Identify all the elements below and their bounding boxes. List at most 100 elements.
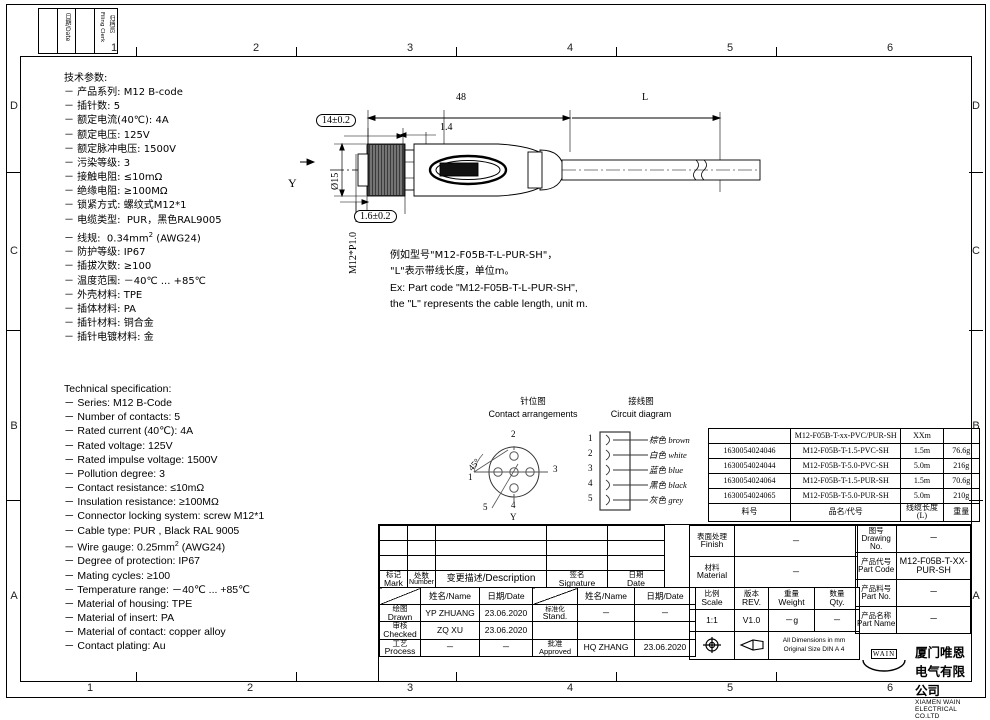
spec-cn-line: － 插体材料: PA xyxy=(64,303,136,315)
role-name-stand: － xyxy=(577,603,635,623)
revision-row xyxy=(379,555,665,571)
revision-table: 标记 Mark 处数 Number 变更描述/Description 签名 Si… xyxy=(379,525,665,589)
projection-cone-icon xyxy=(739,639,764,651)
parts-table-top-row-cell: M12-F05B-T-xx-PVC/PUR-SH xyxy=(789,428,902,444)
signature-diagonal-cell-left xyxy=(379,587,421,605)
spec-cn-line: － 污染等级: 3 xyxy=(64,157,131,169)
rev-date-cell xyxy=(607,525,665,541)
signature-header-row: 姓名/Name 日期/Date 姓名/Name 日期/Date xyxy=(379,587,696,605)
part-info-table: 图号 Drawing No. － 产品代号 Part Code M12-F05B… xyxy=(854,525,971,634)
weight-label: 重量 Weight xyxy=(768,587,815,610)
zone-number-bottom-5: 5 xyxy=(726,682,734,694)
part-name-label: 产品名称 Part Name xyxy=(854,606,898,634)
role-date-blank xyxy=(634,621,696,640)
name-header-right: 姓名/Name xyxy=(577,587,635,605)
spec-cn-line: － 线规: 0.34mm2 (AWG24) xyxy=(64,230,201,245)
zone-letter-right-C: C xyxy=(972,245,980,257)
dim-L-label: L xyxy=(642,92,649,103)
circuit-wire-color: 灰色 grey xyxy=(649,495,684,506)
role-date-approved: 23.06.2020 xyxy=(634,638,696,657)
zone-letter-right-A: A xyxy=(972,590,980,602)
company-logo: WAIN xyxy=(861,643,907,672)
part-no-value: － xyxy=(896,579,971,607)
revision-row xyxy=(379,540,665,556)
parts-table-footer-row-cell: 品名/代号 xyxy=(789,503,902,522)
wain-arc-icon xyxy=(862,660,906,672)
parts-table-row-cell: M12-F05B-T-5.0-PUR-SH xyxy=(789,488,902,504)
parts-table-footer-row-cell: 重量 xyxy=(942,503,981,522)
cone-symbol-cell xyxy=(734,631,769,660)
spec-cn-line: － 防护等级: IP67 xyxy=(64,247,146,259)
signature-table: 姓名/Name 日期/Date 姓名/Name 日期/Date 绘图 Drawn… xyxy=(379,587,696,657)
spec-cn-line: － 额定电压: 125V xyxy=(64,129,150,141)
rev-number-header: 处数 Number xyxy=(407,569,436,589)
zone-number-3: 3 xyxy=(406,42,414,54)
spec-cn-line: － 额定脉冲电压: 1500V xyxy=(64,143,177,155)
dim-thread-label: M12*P1.0 xyxy=(348,232,359,274)
spec-en-line: － Mating cycles: ≥100 xyxy=(64,569,171,582)
rev-desc-cell xyxy=(435,525,547,541)
spec-cn-line: － 插针数: 5 xyxy=(64,101,121,113)
spec-en-title: Technical specification: xyxy=(64,383,172,395)
role-date-drawn: 23.06.2020 xyxy=(479,603,533,623)
zone-number-1: 1 xyxy=(110,42,118,54)
dim-diameter-15-label: Ø15 xyxy=(330,172,341,190)
spec-en-line: － Temperature range: －40℃ ... +85℃ xyxy=(64,583,250,596)
qty-value: － xyxy=(814,609,860,632)
zone-number-6: 6 xyxy=(886,42,894,54)
rev-desc-cell xyxy=(435,540,547,556)
rev-number-cell xyxy=(407,525,436,541)
rev-mark-cell xyxy=(379,525,408,541)
company-block: WAIN 厦门唯恩电气有限公司 XIAMEN WAIN ELECTRICAL C… xyxy=(855,633,971,720)
zone-letter-right-B: B xyxy=(972,420,980,432)
material-value: － xyxy=(734,556,858,588)
pin-label-1: 1 xyxy=(468,472,473,482)
part-code-value: M12-F05B-T-XX-PUR-SH xyxy=(896,552,971,580)
parts-table-row-cell: 76.6g xyxy=(942,443,981,459)
spec-en-line: － Rated voltage: 125V xyxy=(64,439,173,452)
role-label-stand: 标准化 Stand. xyxy=(532,603,578,623)
sheet-outer-border xyxy=(6,4,986,698)
scale-header-row: 比例 Scale 版本 REV. 重量 Weight 数量 Qty. xyxy=(689,587,860,610)
spec-en-line: － Material of insert: PA xyxy=(64,612,175,624)
role-name-blank xyxy=(577,621,635,640)
zone-letter-right-D: D xyxy=(972,100,980,112)
parts-table-row-cell: 1630054024064 xyxy=(708,473,791,489)
rev-value: V1.0 xyxy=(734,609,769,632)
rev-signature-header: 签名 Signature xyxy=(546,569,608,589)
rev-mark-cell xyxy=(379,540,408,556)
parts-table-footer-row-cell: 料号 xyxy=(708,503,791,522)
circuit-pin-number: 4 xyxy=(588,478,593,488)
circuit-diagram-title-en: Circuit diagram xyxy=(610,409,672,419)
pin-label-4: 4 xyxy=(511,500,516,510)
circuit-pin-number: 3 xyxy=(588,463,593,473)
spec-en-line: － Contact resistance: ≤10mΩ xyxy=(64,482,205,495)
spec-cn-line: － 插拔次数: ≥100 xyxy=(64,261,152,273)
drawing-no-label: 图号 Drawing No. xyxy=(854,525,898,553)
spec-en-line: － Connector locking system: screw M12*1 xyxy=(64,510,265,523)
revision-header-row: 标记 Mark 处数 Number 变更描述/Description 签名 Si… xyxy=(379,569,665,589)
role-name-process: － xyxy=(420,638,480,657)
parts-table-row-cell: 5.0m xyxy=(900,488,944,504)
dim-14-label: 14±0.2 xyxy=(316,114,356,127)
contact-arrangement-title: 针位图 Contact arrangements xyxy=(458,396,608,420)
circuit-diagram-title-cn: 接线图 xyxy=(628,397,654,407)
role-label-blank xyxy=(532,621,578,640)
spec-cn-line: － 温度范围: －40℃ ... +85℃ xyxy=(64,275,206,287)
zone-letter-A: A xyxy=(10,590,18,602)
parts-table-top-row-cell xyxy=(708,428,791,444)
rev-label: 版本 REV. xyxy=(734,587,769,610)
dim-1-4-label: 1.4 xyxy=(440,122,453,133)
company-names: 厦门唯恩电气有限公司 XIAMEN WAIN ELECTRICAL CO.LTD xyxy=(915,642,971,720)
role-name-approved: HQ ZHANG xyxy=(577,638,635,657)
company-name-cn: 厦门唯恩电气有限公司 xyxy=(915,645,966,698)
parts-table-row-cell: 216g xyxy=(942,458,981,474)
circuit-pin-number: 5 xyxy=(588,493,593,503)
units-note-line1: All Dimensions in mm xyxy=(782,637,846,645)
rev-desc-header: 变更描述/Description xyxy=(435,569,547,589)
spec-en-line: － Rated current (40℃): 4A xyxy=(64,425,194,438)
finish-value: － xyxy=(734,525,858,557)
dim-1-6-label: 1.6±0.2 xyxy=(354,210,397,223)
